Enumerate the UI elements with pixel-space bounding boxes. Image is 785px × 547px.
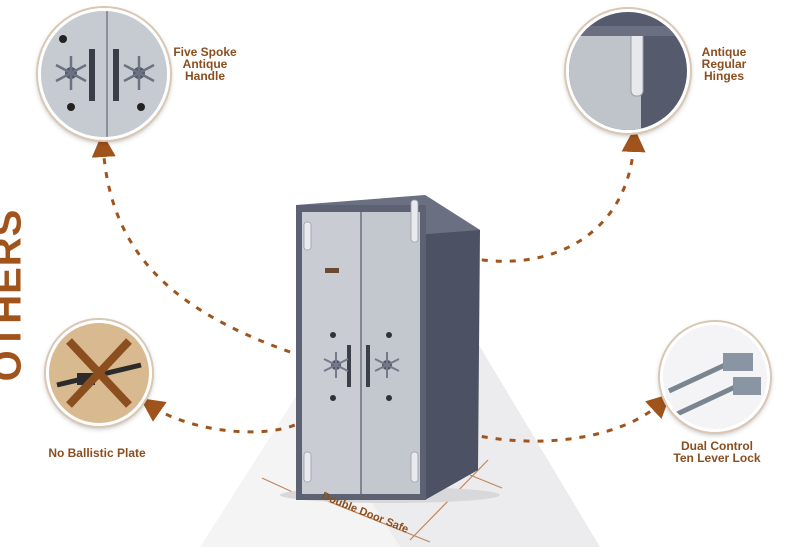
right-door — [362, 212, 420, 494]
five-spoke-handle-photo — [38, 8, 170, 140]
dual-control-lock-label: Dual Control Ten Lever Lock — [673, 439, 761, 465]
right-spoke-wheel — [374, 352, 400, 378]
five-spoke-handle-label: Five Spoke Antique Handle — [173, 45, 237, 83]
no-ballistic-plate-photo — [46, 320, 152, 426]
dual-control-lock-photo — [660, 322, 770, 432]
left-spoke-wheel — [323, 352, 349, 378]
side-title-text: OTHERS — [0, 208, 30, 382]
antique-hinges-photo — [566, 9, 690, 133]
connector-handle — [91, 133, 331, 367]
no-ballistic-plate-label: No Ballistic Plate — [48, 446, 146, 460]
antique-hinges-label: Antique Regular Hinges — [701, 45, 747, 83]
left-door — [302, 212, 360, 494]
side-title: OTHERS — [0, 200, 30, 390]
